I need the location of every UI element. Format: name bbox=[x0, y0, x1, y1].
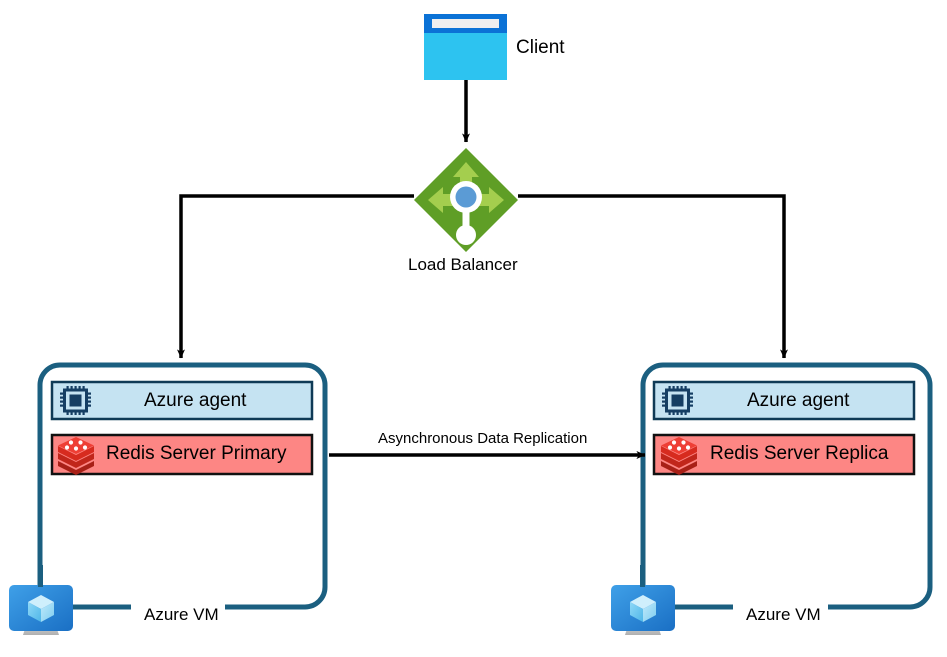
browser-window-icon bbox=[424, 14, 507, 80]
azure-agent-box-right bbox=[652, 380, 916, 421]
azure-vm-label-right: Azure VM bbox=[746, 605, 821, 624]
azure-agent-label-left: Azure agent bbox=[144, 390, 247, 411]
load-balancer-diamond-icon bbox=[414, 148, 518, 252]
redis-cube-icon-left bbox=[58, 437, 94, 475]
redis-server-label-right: Redis Server Replica bbox=[710, 443, 889, 464]
azure-vm-label-left: Azure VM bbox=[144, 605, 219, 624]
vm-container-right bbox=[640, 362, 933, 610]
cpu-chip-icon-right bbox=[662, 386, 693, 415]
connector-lb-to-vm-left bbox=[177, 194, 414, 359]
load-balancer-label: Load Balancer bbox=[408, 255, 518, 274]
vm-container-left bbox=[37, 362, 328, 610]
redis-server-box-right bbox=[652, 433, 916, 476]
redis-server-label-left: Redis Server Primary bbox=[106, 443, 287, 464]
azure-vm-monitor-icon-left bbox=[9, 565, 73, 635]
azure-agent-label-right: Azure agent bbox=[747, 390, 850, 411]
redis-cube-icon-right bbox=[661, 437, 697, 475]
azure-vm-monitor-icon-right bbox=[611, 565, 675, 635]
connector-lb-to-vm-right bbox=[518, 194, 788, 359]
cpu-chip-icon-left bbox=[60, 386, 91, 415]
azure-agent-box-left bbox=[50, 380, 314, 421]
client-label: Client bbox=[516, 37, 565, 58]
redis-server-box-left bbox=[50, 433, 314, 476]
replication-label: Asynchronous Data Replication bbox=[378, 430, 588, 447]
